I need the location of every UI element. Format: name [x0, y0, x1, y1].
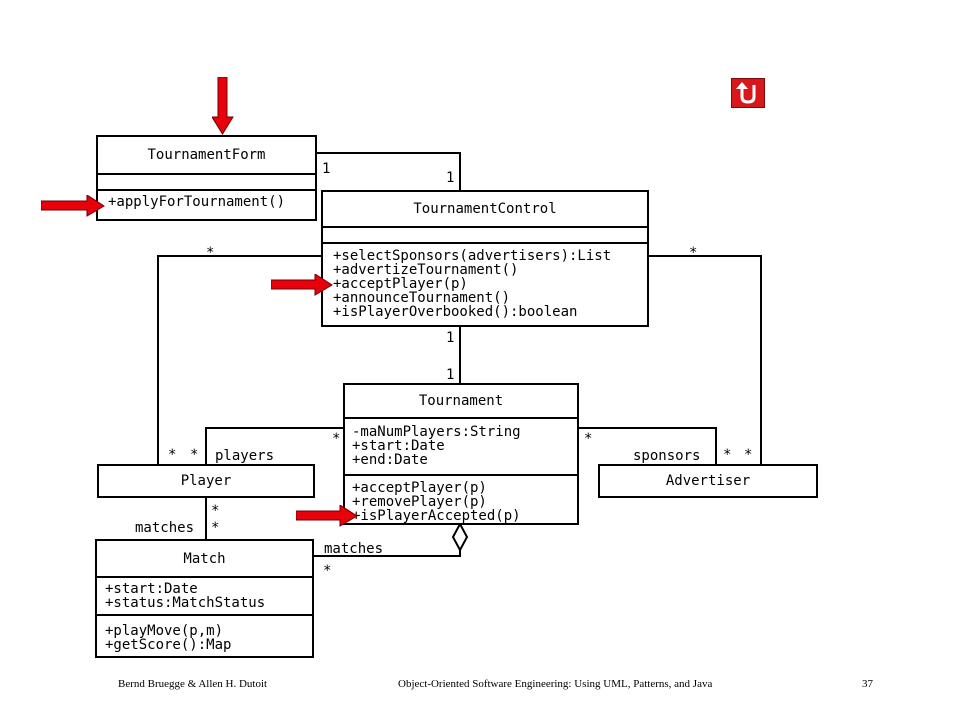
multiplicity-label: 1	[322, 161, 331, 177]
assoc-tournament-advertiser	[578, 427, 717, 465]
class-match: Match +start:Date +status:MatchStatus +p…	[95, 539, 314, 658]
footer-authors: Bernd Bruegge & Allen H. Dutoit	[118, 678, 268, 690]
multiplicity-label: *	[744, 447, 753, 463]
class-advertiser: Advertiser	[598, 464, 818, 498]
class-name: TournamentControl	[323, 192, 647, 228]
attribute: -maNumPlayers:String	[352, 424, 521, 440]
attributes-section: -maNumPlayers:String +start:Date +end:Da…	[345, 419, 577, 474]
class-name: Advertiser	[665, 473, 751, 489]
class-name: Tournament	[345, 385, 577, 419]
multiplicity-label: 1	[446, 170, 455, 186]
assoc-control-player	[157, 255, 321, 465]
red-arrow-icon	[212, 77, 234, 135]
operation: +isPlayerAccepted(p)	[352, 508, 521, 524]
operation: +acceptPlayer(p)	[333, 276, 468, 292]
multiplicity-label: *	[323, 563, 332, 579]
operation: +applyForTournament()	[108, 194, 286, 210]
aggregation-diamond	[451, 521, 469, 553]
assoc-control-advertiser	[648, 255, 762, 465]
red-arrow-icon	[41, 195, 105, 217]
multiplicity-label: *	[723, 447, 732, 463]
assoc-form-control	[317, 152, 461, 190]
multiplicity-label: 1	[446, 330, 455, 346]
class-name: Match	[97, 541, 312, 578]
role-label-matches: matches	[135, 520, 195, 536]
attribute: +start:Date	[105, 581, 198, 597]
operation: +advertizeTournament()	[333, 262, 519, 278]
role-label-matches: matches	[324, 541, 384, 557]
class-tournament: Tournament -maNumPlayers:String +start:D…	[343, 383, 579, 525]
red-arrow-icon	[296, 505, 358, 527]
multiplicity-label: *	[206, 245, 215, 261]
operation: +selectSponsors(advertisers):List	[333, 248, 612, 264]
operation: +playMove(p,m)	[105, 623, 224, 639]
attribute: +status:MatchStatus	[105, 595, 266, 611]
multiplicity-label: *	[190, 447, 199, 463]
footer-book-title: Object-Oriented Software Engineering: Us…	[398, 678, 713, 690]
attributes-section	[323, 228, 647, 242]
class-tournament-form: TournamentForm +applyForTournament()	[96, 135, 317, 221]
undo-icon	[736, 82, 756, 104]
attributes-section: +start:Date +status:MatchStatus	[97, 578, 312, 614]
multiplicity-label: *	[211, 503, 220, 519]
attribute: +end:Date	[352, 452, 428, 468]
multiplicity-label: *	[168, 447, 177, 463]
operations-section: +playMove(p,m) +getScore():Map	[97, 614, 312, 652]
attribute: +start:Date	[352, 438, 445, 454]
operations-section: +selectSponsors(advertisers):List +adver…	[323, 242, 647, 319]
operations-section: +acceptPlayer(p) +removePlayer(p) +isPla…	[345, 474, 577, 523]
multiplicity-label: *	[584, 431, 593, 447]
red-arrow-icon	[271, 274, 333, 296]
operation: +isPlayerOverbooked():boolean	[333, 304, 578, 320]
class-name: TournamentForm	[98, 137, 315, 175]
undo-button[interactable]	[731, 78, 765, 108]
role-label-players: players	[215, 448, 275, 464]
class-tournament-control: TournamentControl +selectSponsors(advert…	[321, 190, 649, 327]
operation: +removePlayer(p)	[352, 494, 487, 510]
multiplicity-label: 1	[446, 367, 455, 383]
operation: +acceptPlayer(p)	[352, 480, 487, 496]
operation: +announceTournament()	[333, 290, 511, 306]
operations-section: +applyForTournament()	[98, 189, 315, 209]
multiplicity-label: *	[211, 520, 220, 536]
multiplicity-label: *	[689, 245, 698, 261]
role-label-sponsors: sponsors	[633, 448, 701, 464]
operation: +getScore():Map	[105, 637, 232, 653]
attributes-section	[98, 175, 315, 189]
multiplicity-label: *	[332, 431, 341, 447]
assoc-tournament-player	[205, 427, 344, 465]
class-player: Player	[97, 464, 315, 498]
footer-page-number: 37	[862, 678, 873, 690]
class-name: Player	[180, 473, 232, 489]
